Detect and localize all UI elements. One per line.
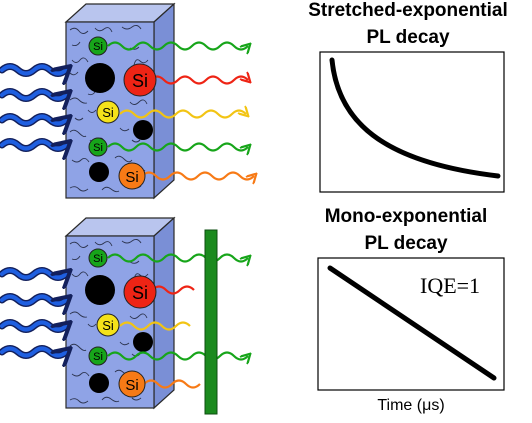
top-si-particles: Si Si Si Si Si (88, 36, 157, 190)
si-particle-yellow: Si (96, 313, 120, 337)
si-particle-red: Si (123, 63, 157, 97)
excitation-arrow (0, 142, 66, 149)
excitation-arrow (0, 92, 66, 99)
si-particle-green: Si (88, 36, 108, 56)
si-label: Si (132, 283, 148, 303)
dark-nanoparticle (85, 63, 115, 93)
si-label: Si (102, 105, 114, 120)
green-emission-arrow (107, 142, 248, 151)
red-emission-blocked (151, 285, 195, 295)
top-nanoparticles (85, 63, 153, 182)
si-particle-yellow: Si (96, 100, 120, 124)
top-emission-waves (107, 41, 254, 180)
orange-emission-blocked (143, 379, 201, 389)
mono-exponential-line (327, 265, 497, 381)
red-emission-arrow (149, 77, 248, 85)
si-particle-green: Si (88, 248, 108, 268)
green-filter (204, 229, 218, 415)
bottom-title-line2: PL decay (364, 233, 448, 254)
orange-emission-arrow (141, 171, 254, 180)
dark-nanoparticle (133, 120, 153, 140)
si-label: Si (132, 71, 148, 91)
excitation-arrow (0, 323, 66, 330)
green-emission-arrow (107, 253, 248, 262)
si-label: Si (102, 318, 114, 333)
excitation-arrow (0, 271, 66, 278)
dark-nanoparticle (133, 332, 153, 352)
bottom-si-particles: Si Si Si Si Si (88, 248, 157, 398)
excitation-arrow (0, 297, 66, 304)
excitation-arrow (0, 117, 66, 124)
si-label: Si (93, 253, 103, 265)
dark-nanoparticle (85, 275, 115, 305)
excitation-arrow (0, 349, 66, 356)
si-label: Si (125, 169, 138, 186)
si-particle-orange: Si (118, 370, 146, 398)
stretched-exponential-curve (329, 57, 501, 179)
dark-nanoparticle (89, 373, 109, 393)
si-label: Si (93, 142, 103, 154)
si-label: Si (125, 377, 138, 394)
top-panel: Si Si Si Si Si Stretched-exponential PL … (0, 0, 508, 200)
yellow-emission-blocked (119, 321, 191, 331)
si-particle-green: Si (88, 346, 108, 366)
green-emission-arrow (107, 351, 248, 360)
bottom-excitation-waves (0, 267, 66, 356)
green-emission-arrow (107, 41, 248, 50)
bottom-nanoparticles (85, 275, 153, 393)
top-title-line1: Stretched-exponential (308, 0, 508, 21)
top-crystal-block (64, 2, 176, 200)
top-excitation-waves (0, 63, 66, 149)
yellow-emission-arrow (119, 111, 246, 119)
excitation-arrow (0, 67, 66, 74)
iqe-annotation: IQE=1 (420, 273, 480, 298)
si-label: Si (93, 41, 103, 53)
dark-nanoparticle (89, 162, 109, 182)
plot-frame (319, 51, 505, 193)
x-axis-label: Time (μs) (377, 397, 444, 414)
bottom-decay-plot: IQE=1 Time (μs) (317, 257, 505, 414)
top-decay-plot (319, 51, 505, 193)
si-particle-green: Si (88, 137, 108, 157)
si-particle-orange: Si (118, 162, 146, 190)
si-label: Si (93, 351, 103, 363)
si-particle-red: Si (123, 275, 157, 309)
top-title-line2: PL decay (366, 27, 450, 48)
bottom-title-line1: Mono-exponential (325, 206, 488, 227)
bottom-panel: Si Si Si Si Si Mono-exponential PL decay (0, 206, 505, 415)
bottom-emission-waves (107, 253, 248, 389)
